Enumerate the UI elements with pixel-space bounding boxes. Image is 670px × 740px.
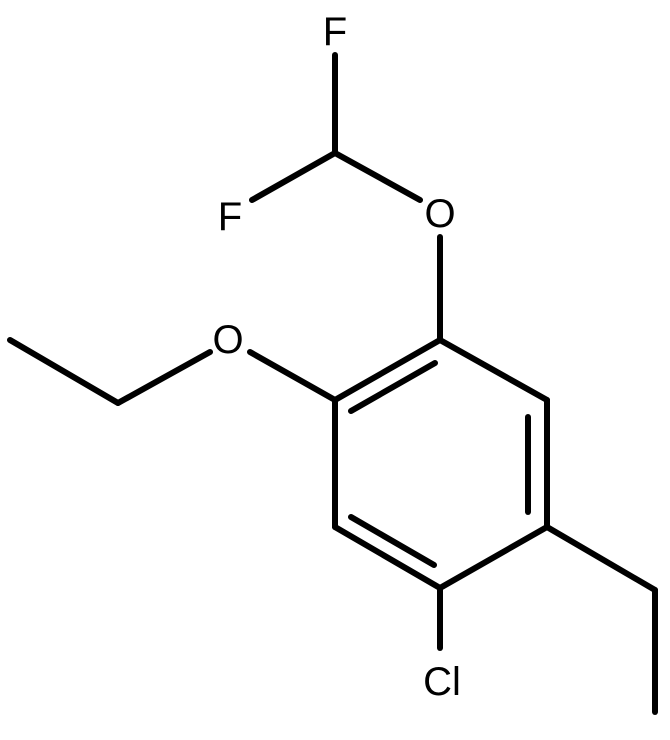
ring-bond-6-inner [348, 360, 438, 414]
atom-f-top: F [323, 10, 347, 54]
ring-bond-4 [332, 524, 443, 591]
bonds [7, 52, 658, 715]
bond-ch2-ch3 [7, 337, 121, 406]
bond-ring-ch2 [544, 524, 658, 593]
ring-bond-4-inner [348, 514, 437, 568]
atom-o-difluoromethoxy: O [424, 192, 455, 236]
ring-bond-1 [437, 337, 550, 403]
atom-labels: F F O O Cl [212, 10, 460, 704]
bond-ring-o-ethoxy [247, 349, 338, 403]
bond-c-o-difluoro [332, 150, 423, 203]
bond-o-ch2 [115, 349, 213, 406]
bond-c-f-left [249, 150, 338, 203]
atom-cl: Cl [423, 660, 461, 704]
ring-bond-6 [332, 337, 443, 403]
atom-o-ethoxy: O [212, 318, 243, 362]
atom-f-left: F [218, 195, 242, 239]
ring-bond-3 [437, 524, 550, 591]
